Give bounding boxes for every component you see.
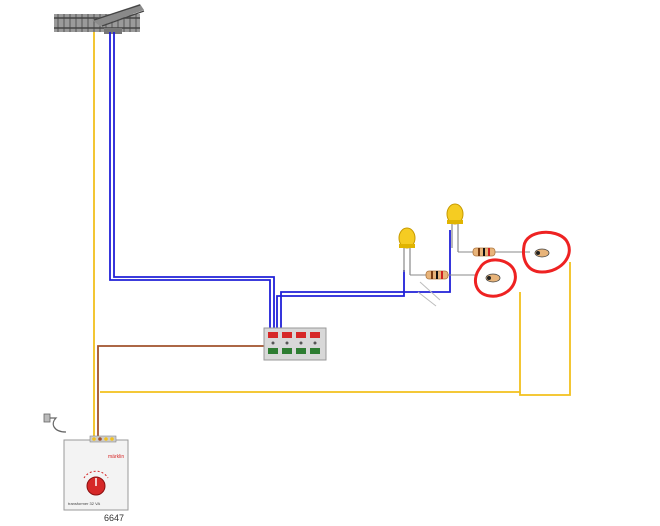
resistor-icon	[458, 247, 530, 257]
control-panel-icon	[263, 327, 327, 361]
resistor-icon	[410, 270, 475, 280]
track-switch-icon	[54, 4, 145, 34]
led-icon	[398, 227, 416, 275]
yellow-wires	[93, 32, 571, 440]
ground-wires	[417, 281, 441, 307]
transformer-icon: märklin transformer 32 VA	[63, 435, 129, 511]
brown-wire	[97, 345, 264, 440]
transformer-model-label: 6647	[104, 513, 125, 523]
highlight-circle	[473, 258, 517, 298]
led-icon	[446, 203, 464, 252]
power-plug-icon	[43, 413, 67, 433]
blue-wires	[109, 32, 451, 328]
highlight-circle	[522, 230, 571, 274]
transformer-brand: märklin	[108, 454, 124, 460]
transformer-type: transformer 32 VA	[68, 501, 100, 506]
